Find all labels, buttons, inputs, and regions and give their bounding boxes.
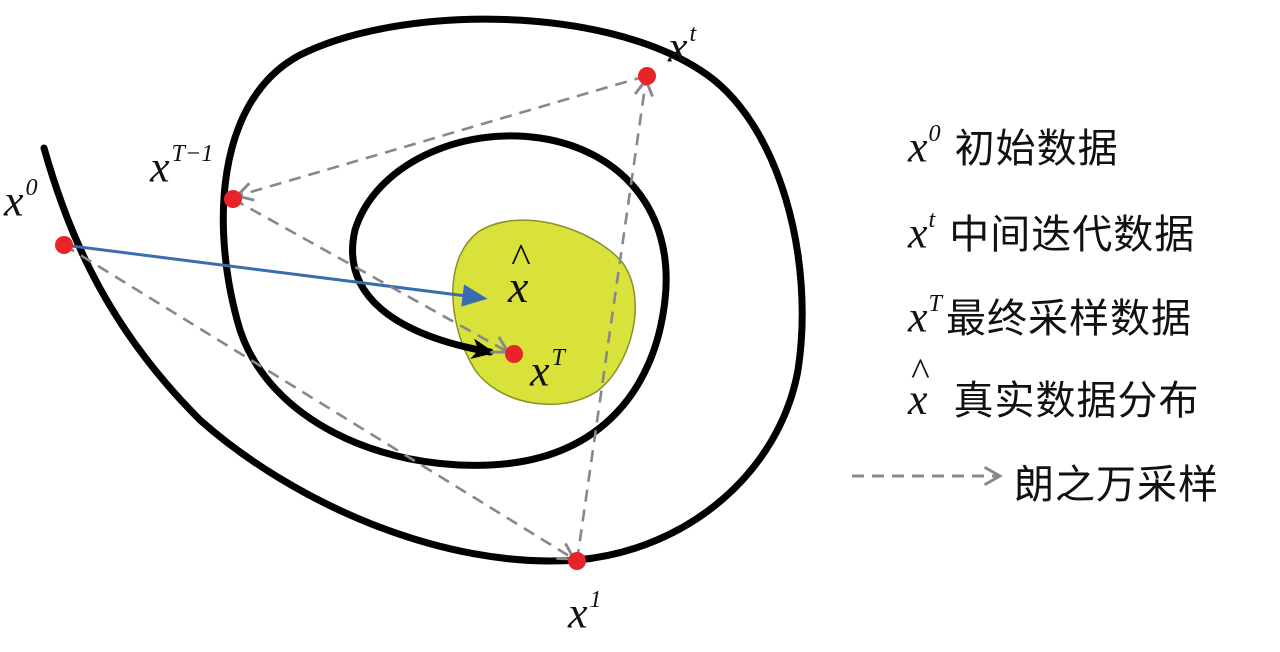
legend-symbol: x — [908, 349, 929, 425]
langevin-step-x1-xt — [575, 77, 654, 562]
legend-symbol: xT — [908, 290, 942, 342]
langevin-step-xT1-xT — [232, 197, 511, 354]
point-xT — [505, 345, 523, 363]
legend-text: 真实数据分布 — [953, 378, 1200, 424]
point-x1 — [568, 552, 586, 570]
label-x1: x1 — [568, 586, 602, 638]
label-xT: xT — [530, 344, 565, 396]
legend-text: 初始数据 — [954, 126, 1119, 172]
legend-item-true-dist: x 真实数据分布 — [908, 349, 1200, 426]
legend-symbol: x0 — [908, 120, 941, 172]
legend-text: 中间迭代数据 — [949, 212, 1196, 258]
point-xt — [638, 67, 656, 85]
label-x0: x0 — [4, 174, 38, 226]
label-xhat: x — [508, 238, 531, 310]
point-xT-1 — [224, 190, 242, 208]
legend-item-intermediate: xt 中间迭代数据 — [908, 202, 1195, 260]
label-xt: xt — [668, 20, 697, 72]
true-distribution-blob — [452, 219, 636, 406]
legend-text: 朗之万采样 — [1014, 462, 1219, 508]
direct-arrow — [63, 243, 488, 307]
spiral-path — [40, 15, 806, 565]
legend-item-initial: x0 初始数据 — [908, 116, 1119, 174]
legend-symbol: xt — [908, 206, 936, 258]
legend-item-final: xT 最终采样数据 — [908, 286, 1192, 344]
point-x0 — [55, 236, 73, 254]
legend-item-langevin: 朗之万采样 — [1014, 452, 1219, 510]
langevin-step-xt-xT1 — [234, 74, 647, 202]
legend-text: 最终采样数据 — [945, 296, 1192, 342]
label-xT-1: xT−1 — [150, 140, 214, 192]
